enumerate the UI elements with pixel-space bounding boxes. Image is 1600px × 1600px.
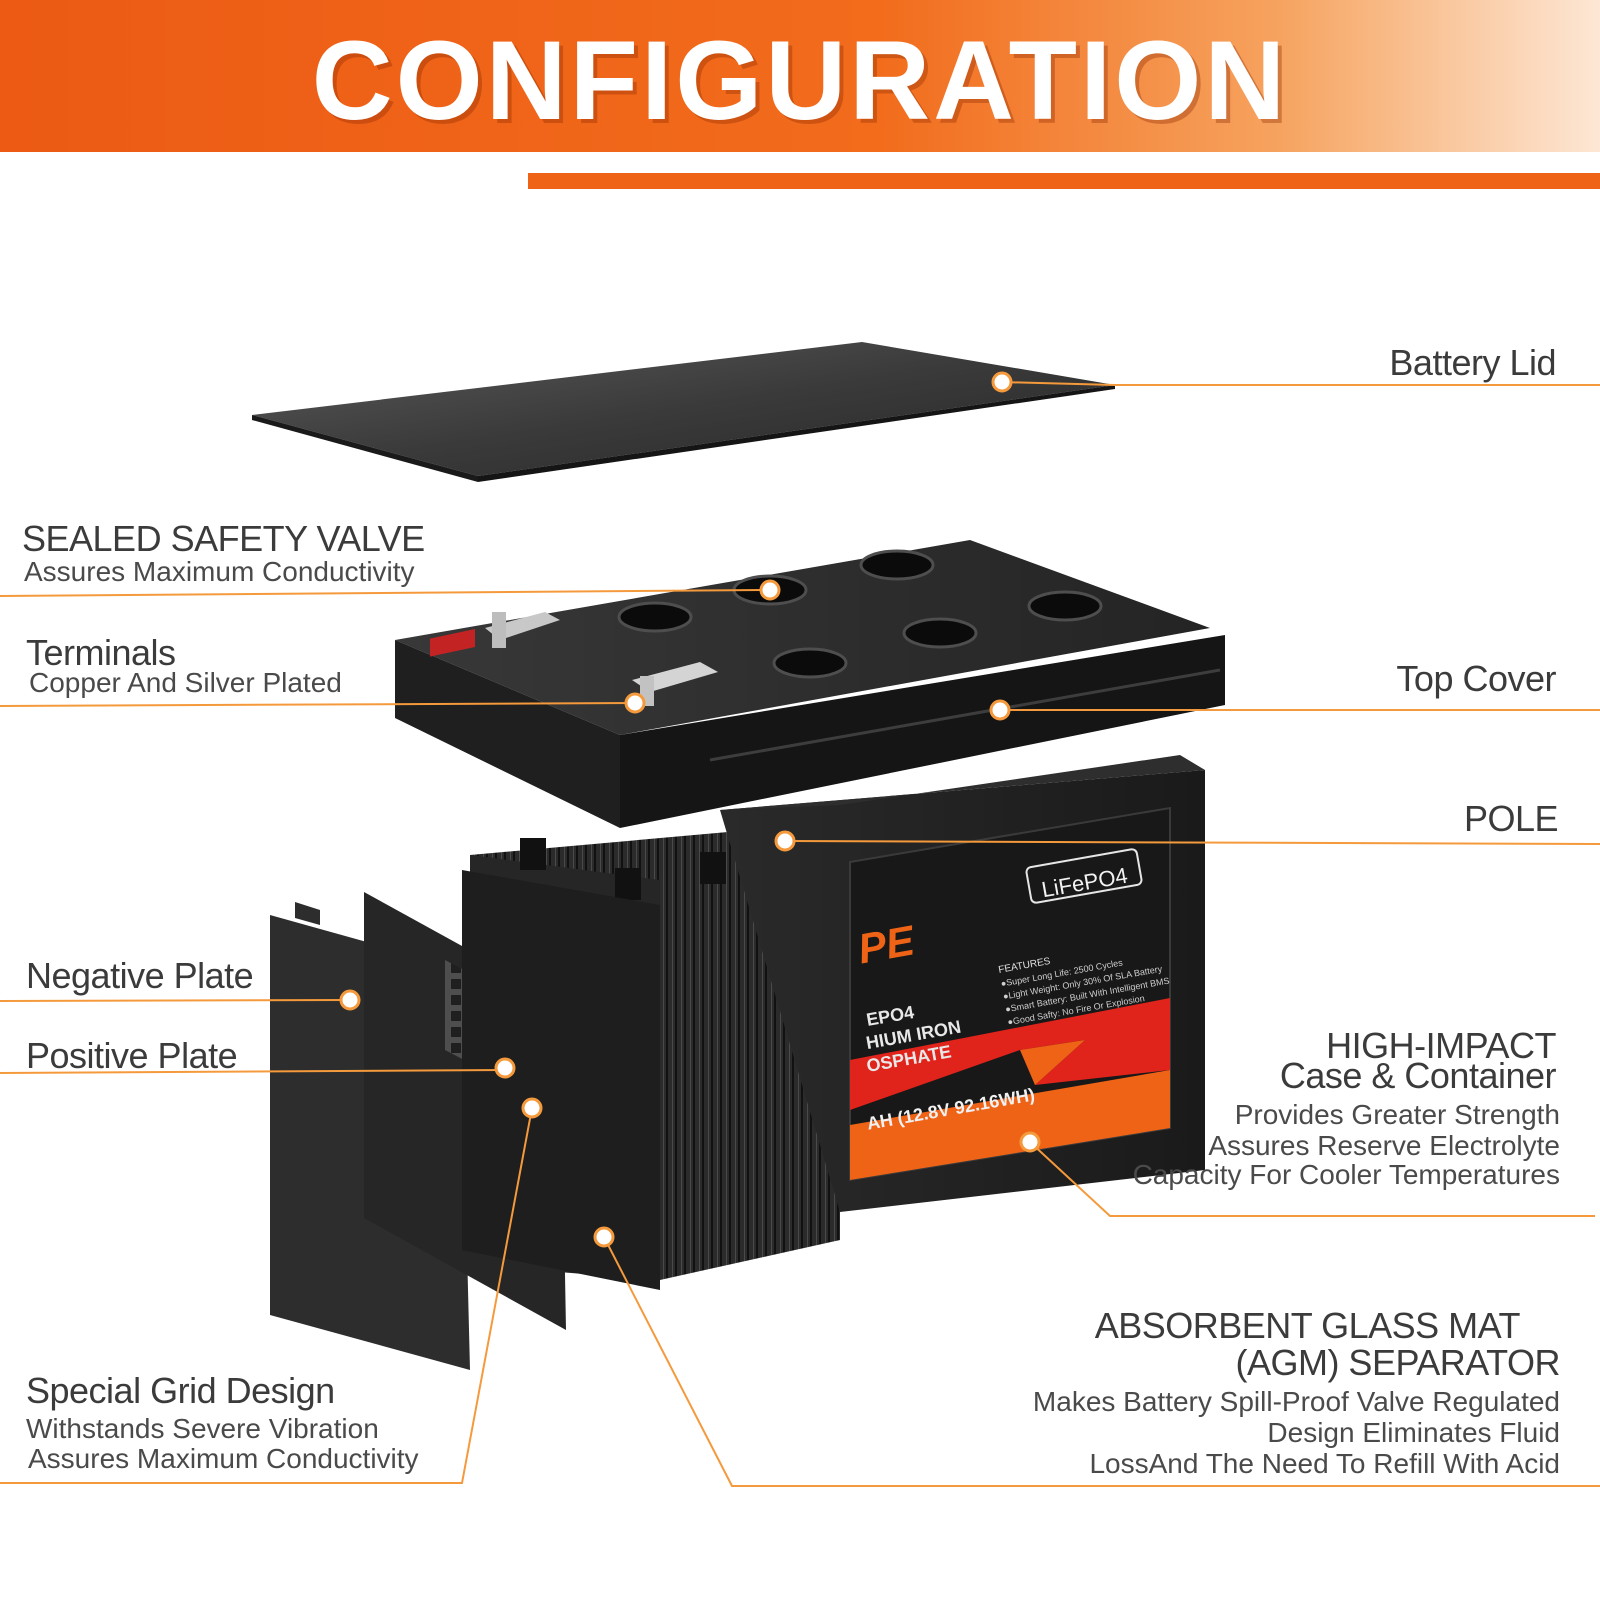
agm-title-2: (AGM) SEPARATOR [1235, 1342, 1560, 1383]
positive-terminal-marker [430, 629, 475, 657]
high-impact-desc-3: Capacity For Cooler Temperatures [1132, 1159, 1560, 1190]
dot-top-cover [989, 699, 1011, 721]
agm-desc-3: LossAnd The Need To Refill With Acid [1089, 1448, 1560, 1479]
agm-title-1: ABSORBENT GLASS MAT [1094, 1305, 1521, 1346]
top-cover-holes [617, 549, 1103, 679]
top-cover-title: Top Cover [1396, 658, 1556, 699]
page-title: CONFIGURATION [311, 18, 1289, 143]
pole-title: POLE [1463, 798, 1559, 839]
high-impact-title-1: HIGH-IMPACT [1326, 1025, 1556, 1066]
top-cover [395, 540, 1225, 828]
special-grid-desc-2: Assures Maximum Conductivity [28, 1443, 419, 1474]
lifepo4-badge [1025, 848, 1143, 904]
dot-special-grid [521, 1097, 543, 1119]
special-grid-title: Special Grid Design [26, 1370, 335, 1411]
dot-sealed-valve [759, 579, 781, 601]
agm-desc-2: Design Eliminates Fluid [1267, 1417, 1560, 1448]
terminals-title: Terminals [26, 632, 176, 673]
high-impact-title-2: Case & Container [1279, 1055, 1557, 1096]
battery-case: LiFePO4 PE EPO4 HIUM IRON OSPHATE FEATUR… [720, 755, 1205, 1212]
header-underline [528, 173, 1600, 189]
label-bolt [1020, 1040, 1085, 1085]
header-band [0, 0, 1600, 152]
dot-negative-plate [339, 989, 361, 1011]
leader-lines [0, 381, 1600, 1487]
label-red-band [850, 998, 1170, 1110]
dot-high-impact [1019, 1131, 1041, 1153]
dot-battery-lid [991, 371, 1013, 393]
sealed-valve-title: SEALED SAFETY VALVE [22, 518, 425, 559]
agm-desc-1: Makes Battery Spill-Proof Valve Regulate… [1032, 1386, 1560, 1417]
high-impact-desc-2: Assures Reserve Electrolyte [1208, 1130, 1560, 1161]
label-orange-band [850, 1070, 1170, 1180]
agm-separator [462, 870, 660, 1290]
brand-mark: PE [854, 916, 919, 972]
callout-dots [339, 371, 1041, 1248]
dot-agm-separator [593, 1226, 615, 1248]
battery-lid-title: Battery Lid [1389, 342, 1556, 383]
special-grid-desc-1: Withstands Severe Vibration [26, 1413, 379, 1444]
high-impact-desc-1: Provides Greater Strength [1234, 1099, 1560, 1130]
dot-terminals [624, 692, 646, 714]
positive-plate-title: Positive Plate [26, 1035, 238, 1076]
terminal-tabs [485, 612, 718, 706]
battery-lid [252, 342, 1115, 482]
sealed-valve-subtitle: Assures Maximum Conductivity [24, 556, 415, 587]
dot-positive-plate [494, 1057, 516, 1079]
dot-pole [774, 830, 796, 852]
terminals-subtitle: Copper And Silver Plated [29, 667, 342, 698]
negative-plate-title: Negative Plate [26, 955, 254, 996]
